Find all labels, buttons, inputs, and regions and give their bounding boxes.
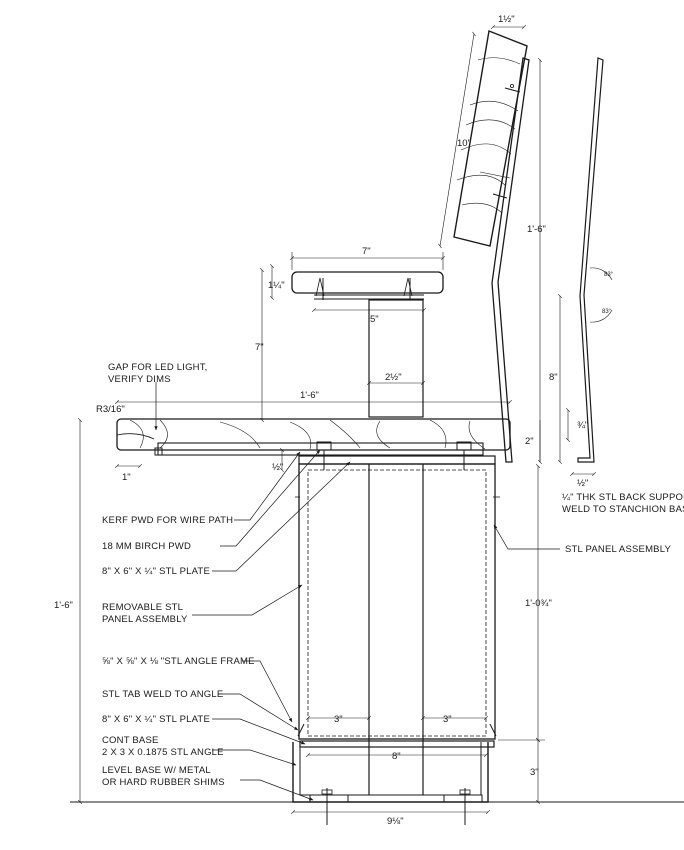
back-support-detail: 83° 83° (577, 57, 614, 463)
note-cont-base-line2: 2 X 3 X 0.1875 STL ANGLE (102, 747, 224, 758)
note-gap-led-line2: VERIFY DIMS (108, 374, 171, 385)
dim-post-width: 2½" (385, 372, 402, 383)
note-panel-assembly: STL PANEL ASSEMBLY (565, 544, 671, 555)
dim-top-thickness: 2" (525, 436, 534, 447)
note-gap-led-line1: GAP FOR LED LIGHT, (108, 362, 208, 373)
dim-support-bend: ¾" (577, 420, 588, 431)
dim-top-length: 1'-6" (300, 390, 319, 401)
note-tab-weld: STL TAB WELD TO ANGLE (102, 689, 223, 700)
dim-support-height: 8" (549, 372, 558, 383)
seat-top (116, 418, 511, 456)
dim-post-plate-width: 5" (370, 314, 379, 325)
base-stanchion (292, 441, 500, 825)
dimension-lines (77, 24, 597, 815)
dim-plate-offset: ½" (272, 462, 283, 473)
dim-seat-block-thickness: 1¼" (268, 280, 285, 291)
note-cont-base-line1: CONT BASE (102, 735, 159, 746)
dim-seat-to-top: 7" (255, 342, 264, 353)
dim-support-thickness: ½" (577, 478, 588, 489)
dim-seat-block-width: 7" (362, 246, 371, 257)
dim-back-thickness: 1½" (498, 14, 515, 25)
note-plate-bottom: 8" X 6" X ¼" STL PLATE (102, 714, 210, 725)
annotation-notes: GAP FOR LED LIGHT, VERIFY DIMS KERF PWD … (102, 362, 684, 788)
back-support-plate (491, 57, 530, 463)
post (368, 299, 424, 418)
note-removable-line1: REMOVABLE STL (102, 602, 183, 613)
dim-inner-width: 8" (392, 751, 401, 762)
note-back-support-line2: WELD TO STANCHION BASE (562, 504, 684, 515)
note-plate-top: 8" X 6" X ¼" STL PLATE (102, 566, 210, 577)
note-removable-line2: PANEL ASSEMBLY (102, 614, 188, 625)
note-back-support-line1: ¼" THK STL BACK SUPPORT (562, 492, 684, 503)
angle-bottom-label: 83° (602, 309, 612, 315)
dim-panel-height: 1'-0¾" (525, 598, 552, 609)
note-kerf: KERF PWD FOR WIRE PATH (102, 515, 233, 526)
dim-inner-left: 3" (334, 714, 343, 725)
note-level-base-line1: LEVEL BASE W/ METAL (102, 765, 211, 776)
note-birch: 18 MM BIRCH PWD (102, 541, 191, 552)
dim-inner-right: 3" (443, 714, 452, 725)
leader-lines (154, 382, 560, 801)
seat-block (291, 271, 444, 300)
angle-top-label: 83° (604, 272, 614, 278)
dim-gap-radius: R3/16" (96, 404, 125, 415)
note-angle-frame: ⅝" X ⅝" X ⅛ "STL ANGLE FRAME (102, 656, 255, 667)
dim-back-height: 10" (457, 138, 471, 149)
dim-overall-height: 1'-6" (54, 600, 73, 611)
dim-base-height: 3" (530, 767, 539, 778)
dim-back-overall: 1'-6" (527, 224, 546, 235)
dimension-labels: 1½" 10" 7" 1¼" 5" 7" 2½" 1'-6" R3/16" 1"… (54, 14, 588, 827)
note-level-base-line2: OR HARD RUBBER SHIMS (102, 777, 225, 788)
dim-edge: 1" (122, 472, 131, 483)
dim-base-width: 9⅛" (387, 816, 404, 827)
